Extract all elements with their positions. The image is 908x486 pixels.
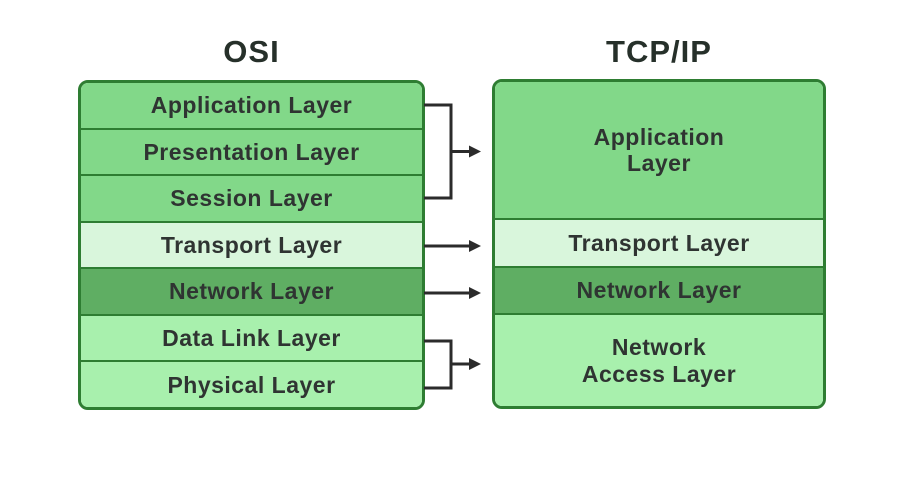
tcpip-stack: Application Layer Transport Layer Networ… [492,79,826,409]
osi-layer-physical: Physical Layer [81,360,422,407]
osi-layer-session: Session Layer [81,174,422,221]
arrowhead-transport [469,240,481,252]
osi-layer-data-link: Data Link Layer [81,313,422,361]
arrowhead-network [469,287,481,299]
osi-stack: Application Layer Presentation Layer Ses… [78,80,425,410]
tcpip-layer-transport: Transport Layer [495,218,823,266]
osi-layer-transport: Transport Layer [81,220,422,268]
bracket-upper-layers-to-application [424,103,471,200]
tcpip-title: TCP/IP [606,34,712,69]
bracket-lower-layers-to-network-access [424,339,471,390]
arrowhead-application [469,145,481,158]
tcpip-layer-application: Application Layer [495,82,823,219]
osi-layer-presentation: Presentation Layer [81,127,422,175]
osi-layer-network: Network Layer [81,267,422,314]
tcpip-layer-network: Network Layer [495,265,823,314]
arrowhead-network-access [469,358,481,370]
tcpip-layer-network-access: Network Access Layer [495,313,823,406]
osi-layer-application: Application Layer [81,83,422,128]
osi-title: OSI [223,34,280,69]
